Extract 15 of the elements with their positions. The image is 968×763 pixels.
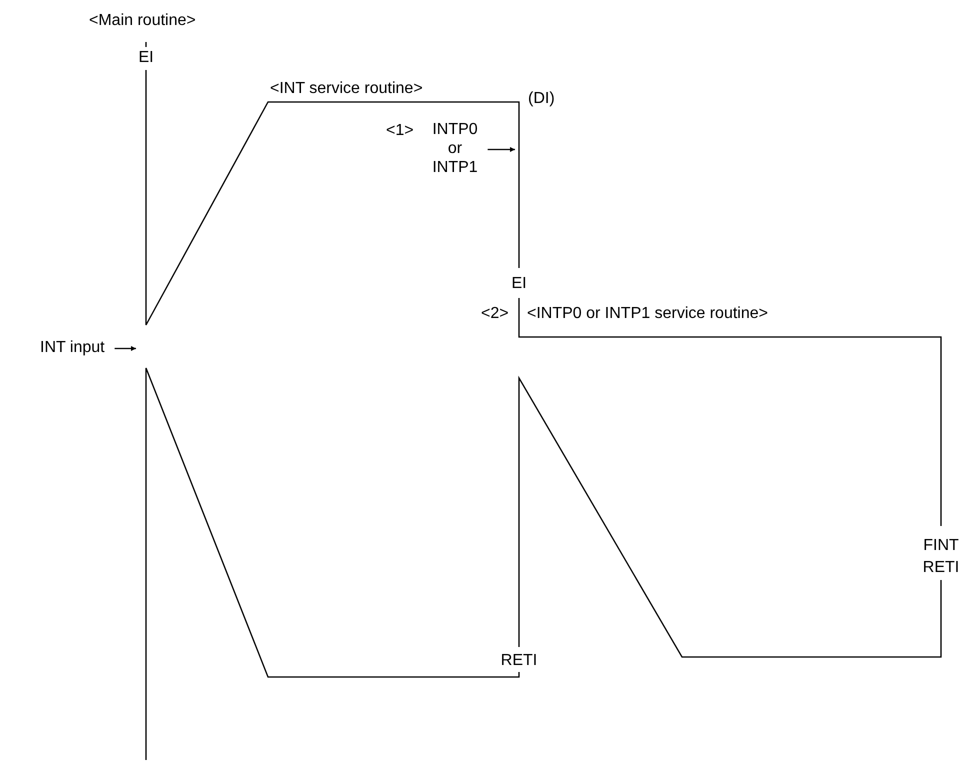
arrow bbox=[488, 147, 515, 152]
instruction-label: RETI bbox=[500, 651, 538, 670]
routine-title: <Main routine> bbox=[89, 11, 196, 30]
signal-label: INTP0 or INTP1 bbox=[432, 120, 478, 177]
step-number: <1> bbox=[386, 121, 414, 140]
instruction-label: EI bbox=[511, 274, 527, 293]
routine-title: <INTP0 or INTP1 service routine> bbox=[527, 304, 768, 323]
signal-label: INT input bbox=[40, 338, 105, 357]
instruction-label: EI bbox=[138, 48, 154, 67]
arrow bbox=[114, 346, 136, 351]
routine-title: <INT service routine> bbox=[270, 79, 423, 98]
status-label: (DI) bbox=[528, 89, 555, 108]
instruction-label: RETI bbox=[922, 558, 960, 577]
step-number: <2> bbox=[481, 304, 509, 323]
instruction-label: FINT bbox=[923, 536, 959, 555]
